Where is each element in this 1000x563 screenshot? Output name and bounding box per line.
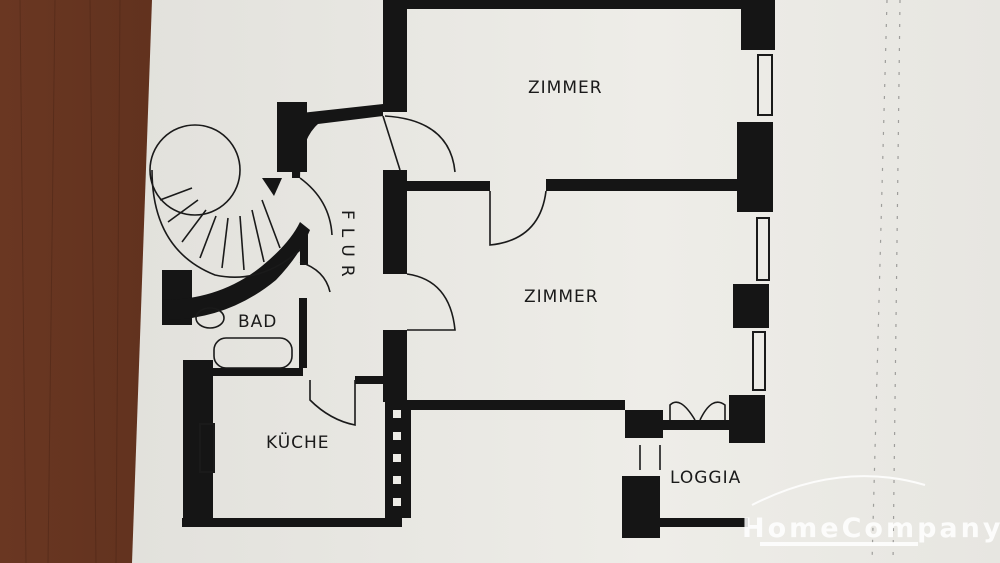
bath-fixtures <box>195 307 293 369</box>
paper-sheet <box>132 0 1000 563</box>
windows <box>199 54 773 473</box>
fold-lines <box>871 0 901 563</box>
room-label-flur: FLUR <box>337 210 357 285</box>
watermark-logo-text: HomeCompany <box>742 513 1000 544</box>
arrow-icon <box>262 178 282 196</box>
watermark-roof-arc <box>751 475 926 506</box>
room-label-loggia: LOGGIA <box>670 468 741 488</box>
room-label-bad: BAD <box>238 312 277 332</box>
walls <box>162 0 775 538</box>
room-label-zimmer-middle: ZIMMER <box>524 287 599 307</box>
room-label-zimmer-top: ZIMMER <box>528 78 603 98</box>
watermark-underline <box>760 542 918 546</box>
wood-grain <box>19 0 121 563</box>
room-label-kueche: KÜCHE <box>266 431 330 453</box>
doors <box>299 115 726 470</box>
hatched-wall <box>385 402 411 518</box>
spiral-staircase <box>149 124 301 278</box>
watermark: HomeCompany <box>742 475 1000 546</box>
